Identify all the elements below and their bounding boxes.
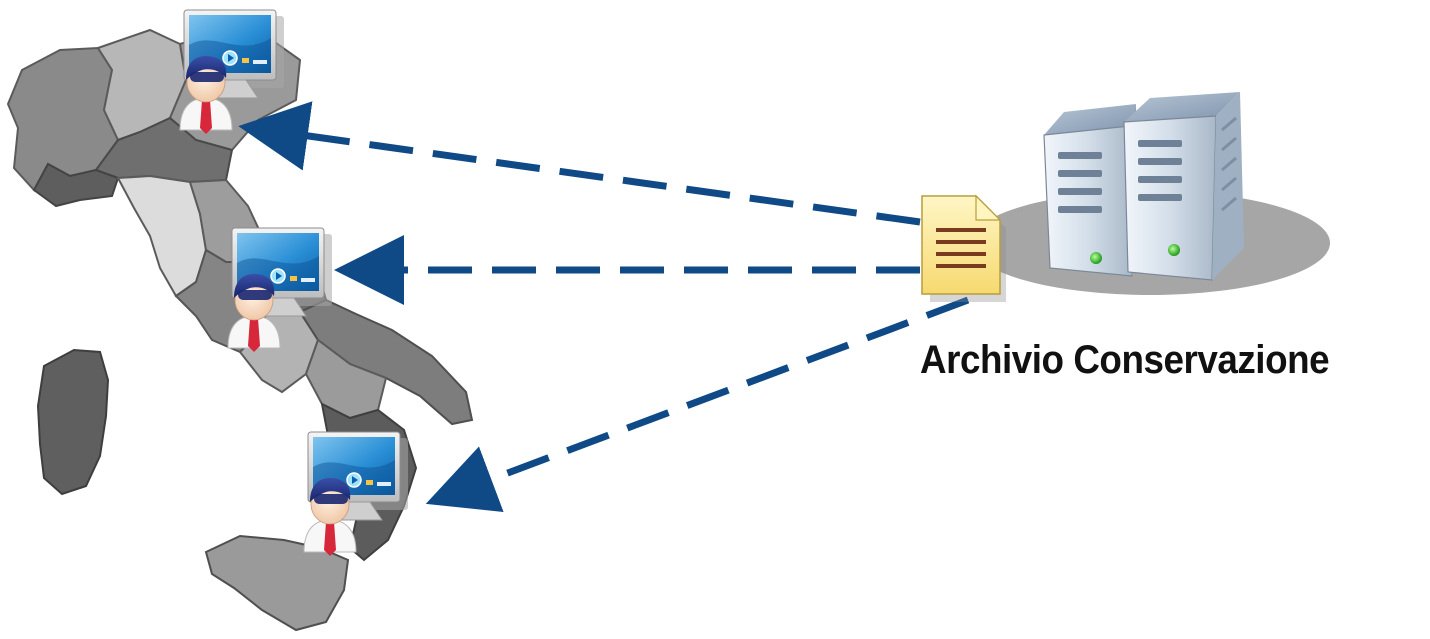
arrow-to-north [238,101,921,226]
distribution-arrows [238,101,970,512]
map-region-sicily [204,534,350,632]
map-region-sardinia [36,348,110,496]
archive-label: Archivio Conservazione [920,338,1330,382]
server-rack-icon [970,92,1330,295]
arrow-to-south [425,296,970,512]
document-icon [921,194,1006,302]
